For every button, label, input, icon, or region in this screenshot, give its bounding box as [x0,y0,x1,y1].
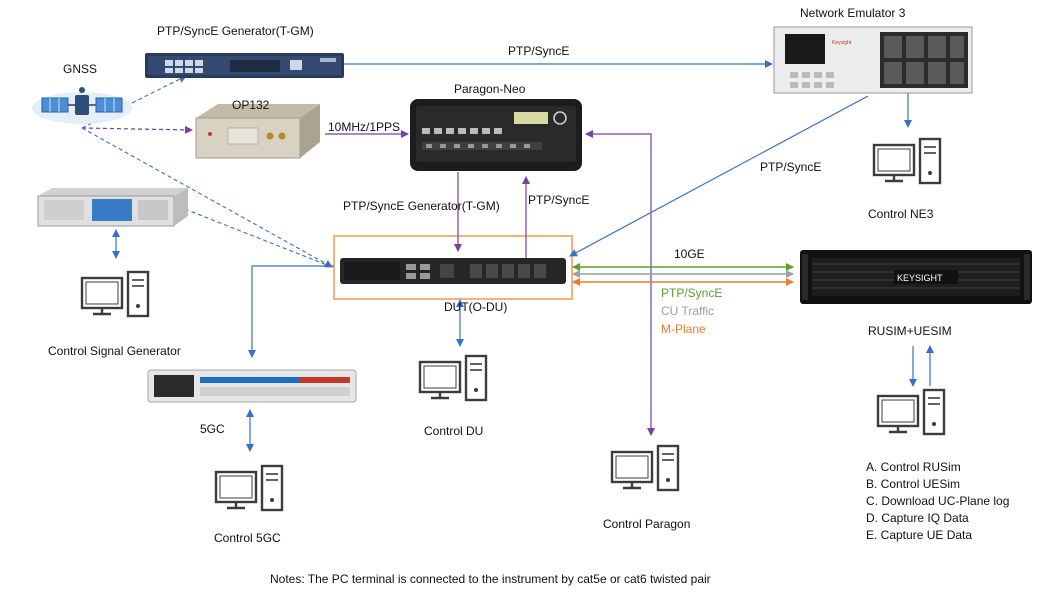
label-control-paragon: Control Paragon [603,517,691,531]
legend-ptp-synce: PTP/SyncE [661,286,723,300]
label-dut: DUT(O-DU) [444,300,508,314]
list-item: E. Capture UE Data [866,528,973,542]
legend-cu-traffic: CU Traffic [661,304,715,318]
label-10ge: 10GE [674,247,705,261]
label-10mhz-1pps: 10MHz/1PPS [328,120,401,134]
pc-control-rusim-icon [876,388,946,436]
label-control-5gc: Control 5GC [214,531,281,545]
link-ne3-dut [569,95,869,257]
pc-control-signal-generator-icon [80,270,150,318]
legend-m-plane: M-Plane [661,322,706,336]
label-ptp-ne: PTP/SyncE [760,160,822,174]
dut-device [340,258,566,284]
label-network-emulator: Network Emulator 3 [800,6,906,20]
list-item: C. Download UC-Plane log [866,494,1010,508]
pc-control-paragon-icon [610,444,680,492]
list-item: A. Control RUSim [866,460,961,474]
pc-control-5gc-icon [214,464,284,512]
label-control-du: Control DU [424,424,484,438]
label-control-ne3: Control NE3 [868,207,934,221]
notes-text: Notes: The PC terminal is connected to t… [270,572,711,586]
list-item: D. Capture IQ Data [866,511,969,525]
rusim-device: KEYSIGHT [800,250,1032,304]
svg-text:KEYSIGHT: KEYSIGHT [897,273,943,283]
gnss-satellite-icon [32,87,132,124]
label-op132: OP132 [232,98,270,112]
paragon-neo-device [410,99,582,171]
signal-generator-device [37,188,188,227]
network-emulator-device: Keysight [773,26,973,94]
label-gnss: GNSS [63,62,98,76]
list-item: B. Control UESim [866,477,961,491]
link-dut-5gc [248,265,334,358]
label-rusim-uesim: RUSIM+UESIM [868,324,952,338]
fivegc-server [147,369,357,403]
label-5gc: 5GC [200,422,225,436]
tgm-device [145,53,344,78]
pc-control-du-icon [418,354,488,402]
label-ptp-generator-down: PTP/SyncE Generator(T-GM) [343,199,500,213]
gnss-dashed-links [81,75,333,268]
label-tgm: PTP/SyncE Generator(T-GM) [157,24,314,38]
link-paragon-control [585,130,655,436]
svg-text:Keysight: Keysight [832,40,852,46]
label-ptp-top: PTP/SyncE [508,44,570,58]
label-ptp-up: PTP/SyncE [528,193,590,207]
label-paragon: Paragon-Neo [454,82,526,96]
rusim-task-list: A. Control RUSim B. Control UESim C. Dow… [848,459,1009,544]
pc-control-ne3-icon [872,137,942,185]
op132-device [195,104,320,159]
label-control-signal-generator: Control Signal Generator [48,344,181,358]
